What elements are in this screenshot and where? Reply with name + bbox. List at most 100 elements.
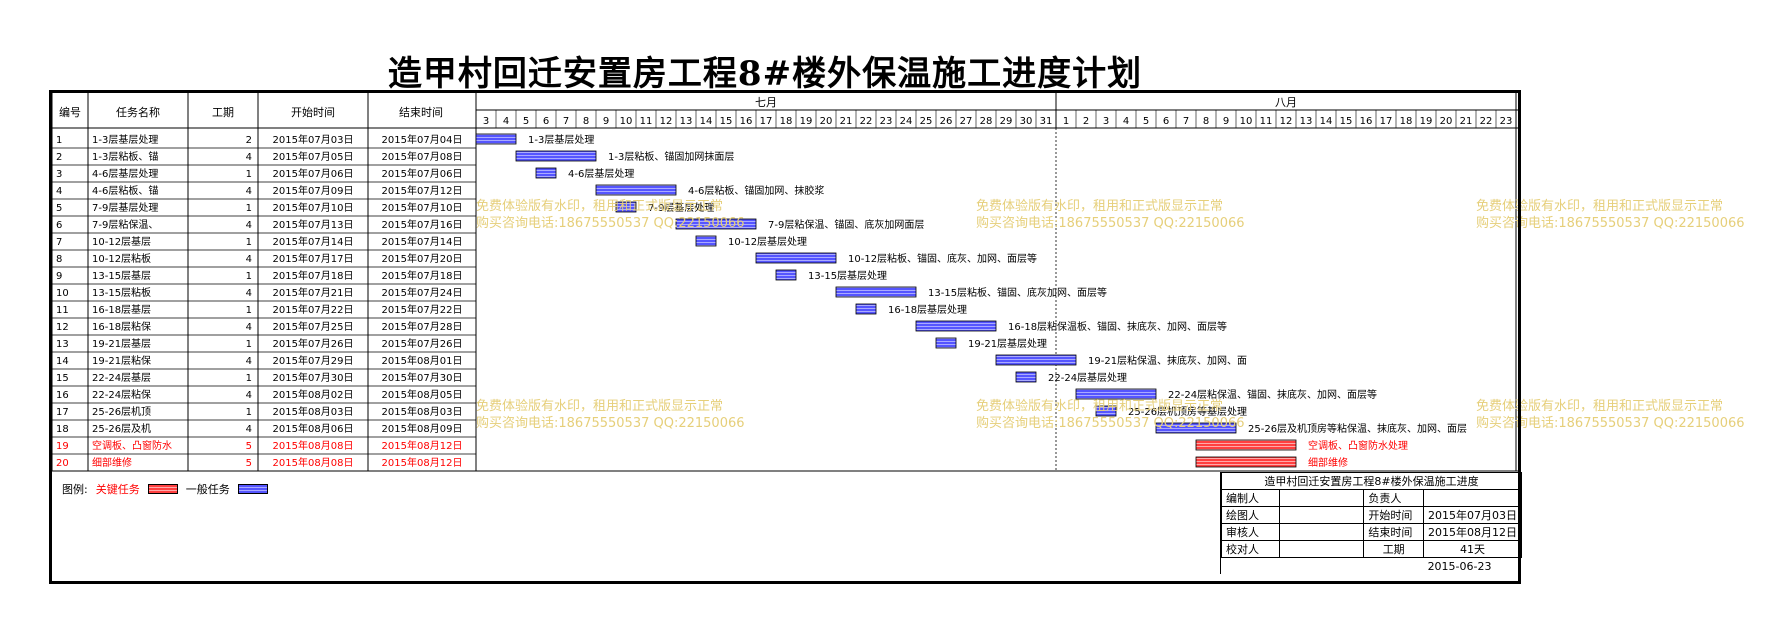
info-reviewer-label: 审核人 bbox=[1221, 523, 1280, 541]
task-start: 2015年07月17日 bbox=[273, 252, 354, 265]
legend-critical-swatch bbox=[147, 484, 178, 494]
task-end: 2015年07月30日 bbox=[382, 371, 463, 384]
day-tick: 9 bbox=[603, 116, 609, 127]
info-date: 2015-06-23 bbox=[1221, 557, 1522, 574]
task-end: 2015年08月09日 bbox=[382, 422, 463, 435]
task-name: 22-24层基层 bbox=[92, 371, 151, 384]
day-tick: 5 bbox=[1143, 116, 1149, 127]
day-tick: 31 bbox=[1040, 116, 1053, 127]
task-start: 2015年07月05日 bbox=[273, 150, 354, 163]
task-start: 2015年07月10日 bbox=[273, 201, 354, 214]
task-bar-label: 1-3层基层处理 bbox=[528, 133, 594, 146]
task-bar-label: 19-21层粘保温、抹底灰、加网、面 bbox=[1088, 354, 1247, 367]
day-tick: 13 bbox=[1300, 116, 1313, 127]
watermark-line2: 购买咨询电话:18675550537 QQ:22150066 bbox=[476, 415, 745, 431]
task-id: 2 bbox=[56, 152, 62, 163]
day-tick: 29 bbox=[1000, 116, 1013, 127]
day-tick: 9 bbox=[1223, 116, 1229, 127]
task-end: 2015年07月24日 bbox=[382, 286, 463, 299]
watermark-line1: 免费体验版有水印，租用和正式版显示正常 bbox=[1476, 198, 1723, 214]
task-id: 5 bbox=[56, 203, 62, 214]
task-duration: 1 bbox=[246, 169, 252, 180]
task-name: 10-12层基层 bbox=[92, 235, 151, 248]
task-end: 2015年08月05日 bbox=[382, 388, 463, 401]
task-bar bbox=[595, 184, 677, 196]
task-start: 2015年08月02日 bbox=[273, 388, 354, 401]
task-bar bbox=[1095, 405, 1117, 417]
month-label-2: 八月 bbox=[1275, 96, 1297, 109]
task-bar-label: 13-15层基层处理 bbox=[808, 269, 887, 282]
task-bar-label: 19-21层基层处理 bbox=[968, 337, 1047, 350]
task-name: 19-21层粘保 bbox=[92, 354, 151, 367]
day-tick: 1 bbox=[1063, 116, 1069, 127]
task-end: 2015年07月20日 bbox=[382, 252, 463, 265]
task-bar bbox=[1155, 422, 1237, 434]
task-name: 空调板、凸窗防水 bbox=[92, 439, 172, 452]
day-tick: 17 bbox=[1380, 116, 1393, 127]
task-duration: 4 bbox=[246, 356, 252, 367]
task-bar-label: 10-12层粘板、锚固、底灰、加网、面层等 bbox=[848, 252, 1037, 265]
task-bar-label: 空调板、凸窗防水处理 bbox=[1308, 439, 1408, 452]
task-name: 细部维修 bbox=[92, 456, 132, 469]
task-bar bbox=[1195, 456, 1297, 468]
info-drawer bbox=[1278, 506, 1365, 524]
task-end: 2015年07月22日 bbox=[382, 303, 463, 316]
day-tick: 7 bbox=[563, 116, 569, 127]
day-tick: 10 bbox=[1240, 116, 1253, 127]
task-duration: 1 bbox=[246, 237, 252, 248]
info-checker bbox=[1278, 540, 1365, 558]
task-start: 2015年07月06日 bbox=[273, 167, 354, 180]
day-tick: 8 bbox=[583, 116, 589, 127]
info-owner-label: 负责人 bbox=[1363, 489, 1424, 507]
task-bar bbox=[1075, 388, 1157, 400]
info-start-label: 开始时间 bbox=[1363, 506, 1424, 524]
day-tick: 5 bbox=[523, 116, 529, 127]
day-tick: 20 bbox=[1440, 116, 1453, 127]
info-box: 造甲村回迁安置房工程8#楼外保温施工进度 编制人 负责人 绘图人 开始时间 20… bbox=[1220, 472, 1522, 574]
task-end: 2015年07月10日 bbox=[382, 201, 463, 214]
day-tick: 6 bbox=[1163, 116, 1169, 127]
task-bar-label: 22-24层基层处理 bbox=[1048, 371, 1127, 384]
info-drawer-label: 绘图人 bbox=[1221, 506, 1280, 524]
task-duration: 5 bbox=[246, 441, 252, 452]
watermark-line1: 免费体验版有水印，租用和正式版显示正常 bbox=[476, 198, 723, 214]
task-name: 16-18层基层 bbox=[92, 303, 151, 316]
day-tick: 4 bbox=[1123, 116, 1129, 127]
task-duration: 2 bbox=[246, 135, 252, 146]
task-id: 4 bbox=[56, 186, 62, 197]
task-duration: 4 bbox=[246, 254, 252, 265]
task-duration: 4 bbox=[246, 424, 252, 435]
day-tick: 11 bbox=[640, 116, 653, 127]
task-end: 2015年07月08日 bbox=[382, 150, 463, 163]
task-name: 16-18层粘保 bbox=[92, 320, 151, 333]
task-id: 9 bbox=[56, 271, 62, 282]
watermark-line2: 购买咨询电话:18675550537 QQ:22150066 bbox=[976, 215, 1245, 231]
grid-lines bbox=[51, 93, 1518, 472]
task-bar bbox=[475, 133, 517, 145]
task-start: 2015年07月30日 bbox=[273, 371, 354, 384]
task-end: 2015年08月12日 bbox=[382, 439, 463, 452]
task-id: 10 bbox=[56, 288, 69, 299]
day-tick: 26 bbox=[940, 116, 953, 127]
task-end: 2015年08月12日 bbox=[382, 456, 463, 469]
day-tick: 21 bbox=[1460, 116, 1473, 127]
task-bar bbox=[675, 218, 757, 230]
day-tick: 16 bbox=[1360, 116, 1373, 127]
task-duration: 1 bbox=[246, 407, 252, 418]
task-start: 2015年08月08日 bbox=[273, 456, 354, 469]
watermark-line1: 免费体验版有水印，租用和正式版显示正常 bbox=[1476, 398, 1723, 414]
col-header-id: 编号 bbox=[59, 105, 81, 119]
task-bar bbox=[935, 337, 957, 349]
task-bar bbox=[1015, 371, 1037, 383]
task-duration: 4 bbox=[246, 390, 252, 401]
task-start: 2015年07月03日 bbox=[273, 133, 354, 146]
task-end: 2015年07月06日 bbox=[382, 167, 463, 180]
legend-critical-label: 关键任务 bbox=[95, 483, 140, 496]
task-name: 25-26层及机 bbox=[92, 422, 151, 435]
task-name: 4-6层基层处理 bbox=[92, 167, 158, 180]
day-tick: 19 bbox=[1420, 116, 1433, 127]
day-tick: 17 bbox=[760, 116, 773, 127]
task-name: 13-15层基层 bbox=[92, 269, 151, 282]
